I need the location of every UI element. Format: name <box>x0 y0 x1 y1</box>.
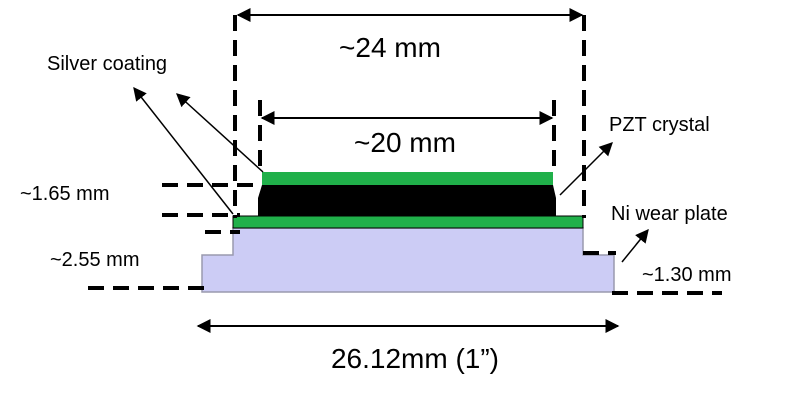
label-ni-wear-plate: Ni wear plate <box>611 203 728 225</box>
pzt-crystal-pointer <box>559 142 613 196</box>
ni-wear-plate-pointer <box>621 228 649 263</box>
label-width-24mm: ~24 mm <box>339 32 441 63</box>
label-pzt-crystal: PZT crystal <box>609 114 710 136</box>
silver-coating-pointer-1 <box>133 86 234 215</box>
silver-coating-layer <box>262 172 553 185</box>
label-height-255: ~2.55 mm <box>50 249 139 271</box>
label-silver-coating: Silver coating <box>47 53 167 75</box>
label-width-total: 26.12mm (1”) <box>331 343 499 374</box>
label-width-20mm: ~20 mm <box>354 127 456 158</box>
label-height-165: ~1.65 mm <box>20 183 109 205</box>
housing-base <box>201 227 615 293</box>
ni-wear-plate-layer <box>232 215 584 229</box>
silver-coating-pointer-2 <box>176 93 264 173</box>
pzt-crystal-layer <box>258 185 556 216</box>
label-height-130: ~1.30 mm <box>642 264 731 286</box>
